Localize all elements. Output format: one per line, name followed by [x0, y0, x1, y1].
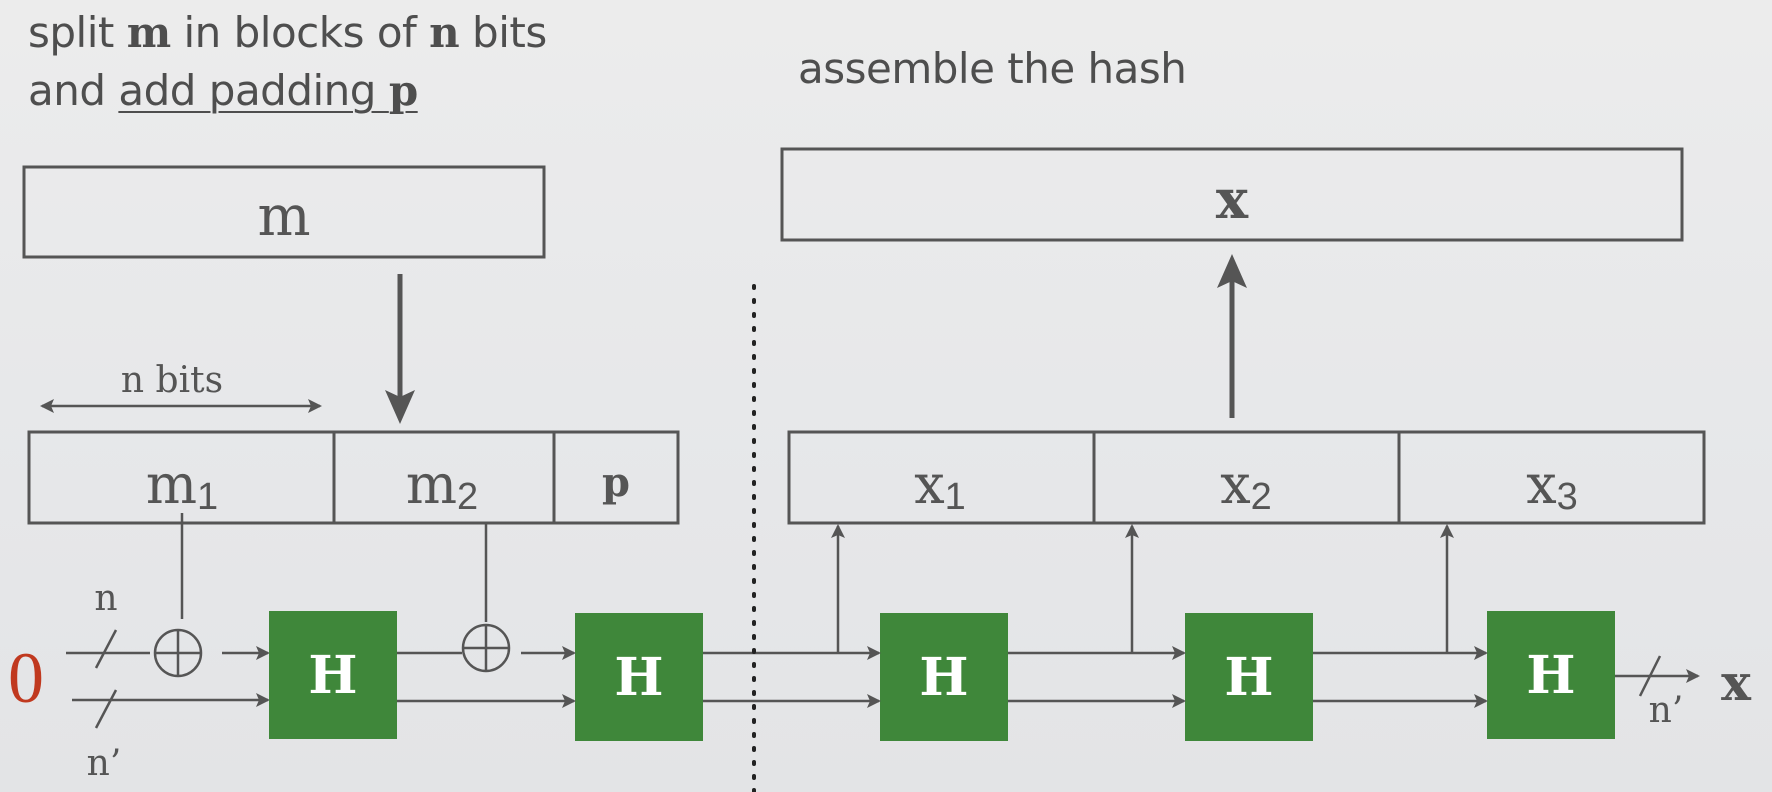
caption-split: split m in blocks of n bits	[28, 12, 547, 54]
output-label-x3: x3	[1526, 453, 1578, 518]
final-width-label: n’	[1649, 690, 1684, 731]
output-label-x2: x2	[1220, 453, 1272, 518]
caption-text: add padding	[118, 66, 389, 115]
split-arrow-head	[385, 390, 415, 424]
caption-text: in blocks of	[170, 8, 430, 57]
width-label-n-prime: n’	[87, 743, 122, 784]
width-slash-top	[94, 629, 118, 669]
h-box-1	[269, 611, 397, 739]
block-label-m1: m1	[146, 453, 218, 518]
h-box-5	[1487, 611, 1615, 739]
caption-text: assemble the hash	[798, 44, 1187, 93]
h-label-3: H	[919, 647, 968, 708]
caption-underlined: add padding p	[118, 66, 418, 115]
block-label-p: p	[602, 459, 630, 506]
h-label-4: H	[1224, 647, 1273, 708]
final-output-label: x	[1721, 653, 1752, 712]
width-slash-bottom	[94, 689, 118, 729]
assemble-arrow-head	[1217, 254, 1247, 288]
h-label-1: H	[308, 645, 357, 706]
message-label: m	[257, 184, 310, 249]
message-box	[22, 165, 546, 259]
block-box-p	[552, 430, 680, 525]
caption-var-n: n	[429, 8, 460, 57]
caption-assemble: assemble the hash	[798, 48, 1187, 90]
block-width-label: n bits	[121, 360, 223, 401]
initial-value: 0	[8, 638, 44, 718]
width-label-n: n	[94, 578, 117, 619]
h-box-3	[880, 613, 1008, 741]
h-label-2: H	[614, 647, 663, 708]
caption-text: and	[28, 66, 119, 115]
caption-var-m: m	[126, 8, 171, 57]
block-label-m2: m2	[406, 453, 478, 518]
output-label-x1: x1	[914, 453, 966, 518]
final-width-slash	[1638, 655, 1662, 697]
caption-text: split	[28, 8, 127, 57]
hash-label: x	[1216, 167, 1249, 231]
caption-padding: and add padding p	[28, 70, 418, 112]
h-label-5: H	[1526, 645, 1575, 706]
caption-text: bits	[459, 8, 547, 57]
output-box-x3	[1397, 430, 1706, 525]
hash-box	[780, 147, 1684, 242]
h-box-4	[1185, 613, 1313, 741]
h-box-2	[575, 613, 703, 741]
caption-var-p: p	[388, 66, 418, 115]
